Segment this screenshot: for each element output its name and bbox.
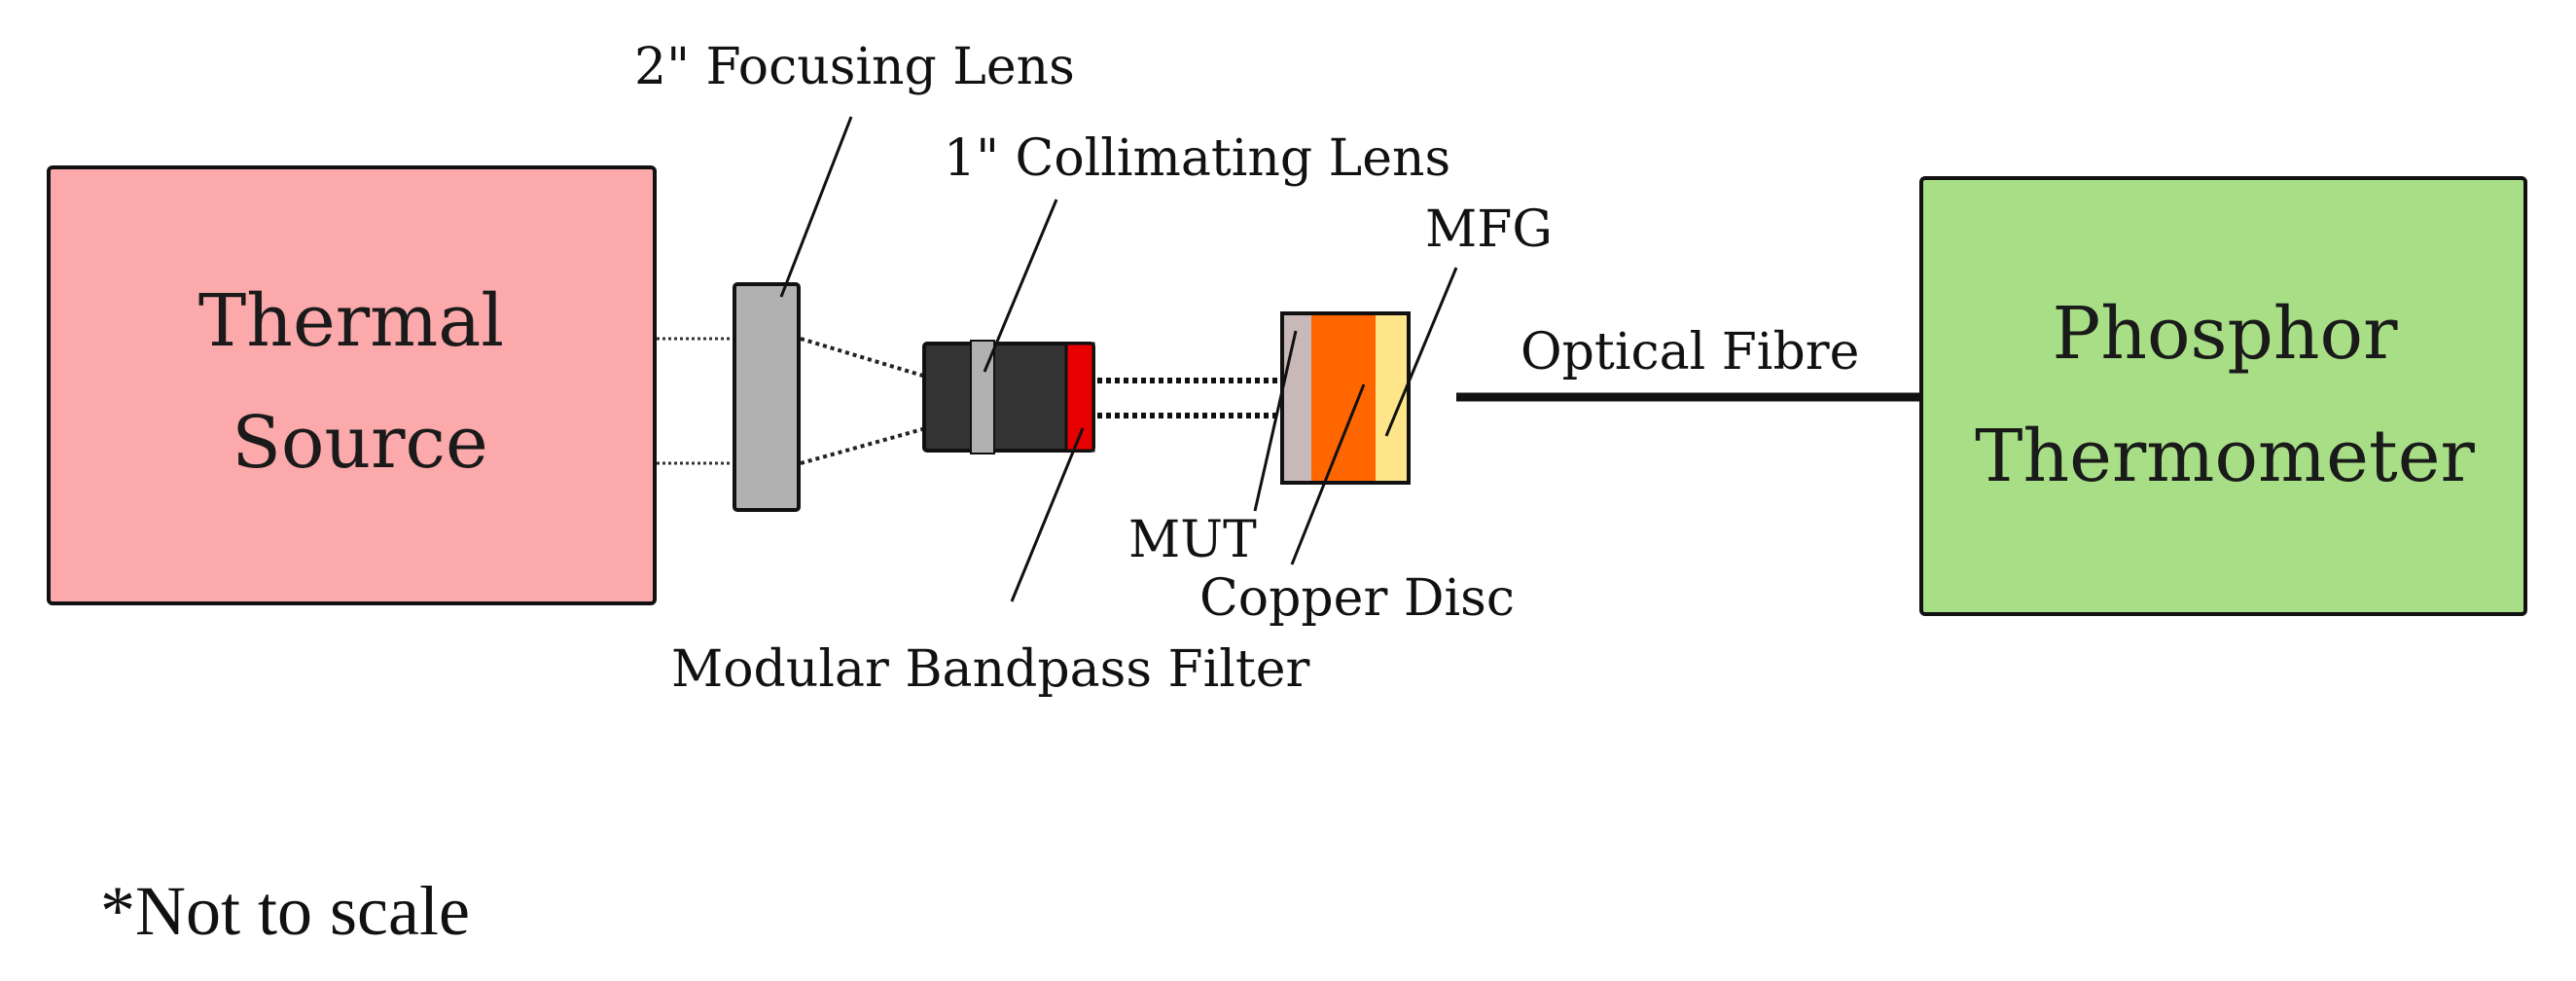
- focusing-lens-label: 2" Focusing Lens: [634, 38, 1075, 96]
- collimating-lens-label: 1" Collimating Lens: [944, 129, 1450, 188]
- copper-disc: [1311, 313, 1376, 483]
- mfg-label: MFG: [1425, 200, 1553, 259]
- mfg-layer: [1376, 313, 1409, 483]
- bandpass-filter-label: Modular Bandpass Filter: [671, 640, 1310, 699]
- copper-disc-label: Copper Disc: [1199, 569, 1515, 628]
- leader-collimating-lens: [983, 199, 1058, 373]
- leader-mut: [1253, 330, 1298, 512]
- focusing-lens: [733, 282, 801, 512]
- leader-bandpass-filter: [1010, 427, 1085, 602]
- phosphor-label-line1: Phosphor: [2053, 292, 2399, 376]
- bandpass-filter: [1064, 342, 1095, 453]
- phosphor-label-line2: Thermometer: [1975, 415, 2475, 498]
- thermal-source-box: [47, 165, 657, 605]
- phosphor-thermometer-box: [1919, 176, 2527, 616]
- optical-fibre-label: Optical Fibre: [1521, 323, 1859, 382]
- sample-stack-outline: [1280, 311, 1411, 485]
- not-to-scale-note: *Not to scale: [100, 872, 470, 950]
- thermal-source-label-line1: Thermal: [198, 279, 504, 363]
- mut-layer: [1282, 313, 1311, 483]
- beam-converging-bottom: [800, 426, 927, 465]
- thermal-source-label-line2: Source: [232, 401, 488, 485]
- mut-label: MUT: [1128, 511, 1257, 569]
- leader-copper-disc: [1290, 383, 1366, 565]
- beam-converging-top: [800, 337, 927, 379]
- leader-mfg: [1384, 267, 1458, 437]
- leader-focusing-lens: [779, 116, 853, 298]
